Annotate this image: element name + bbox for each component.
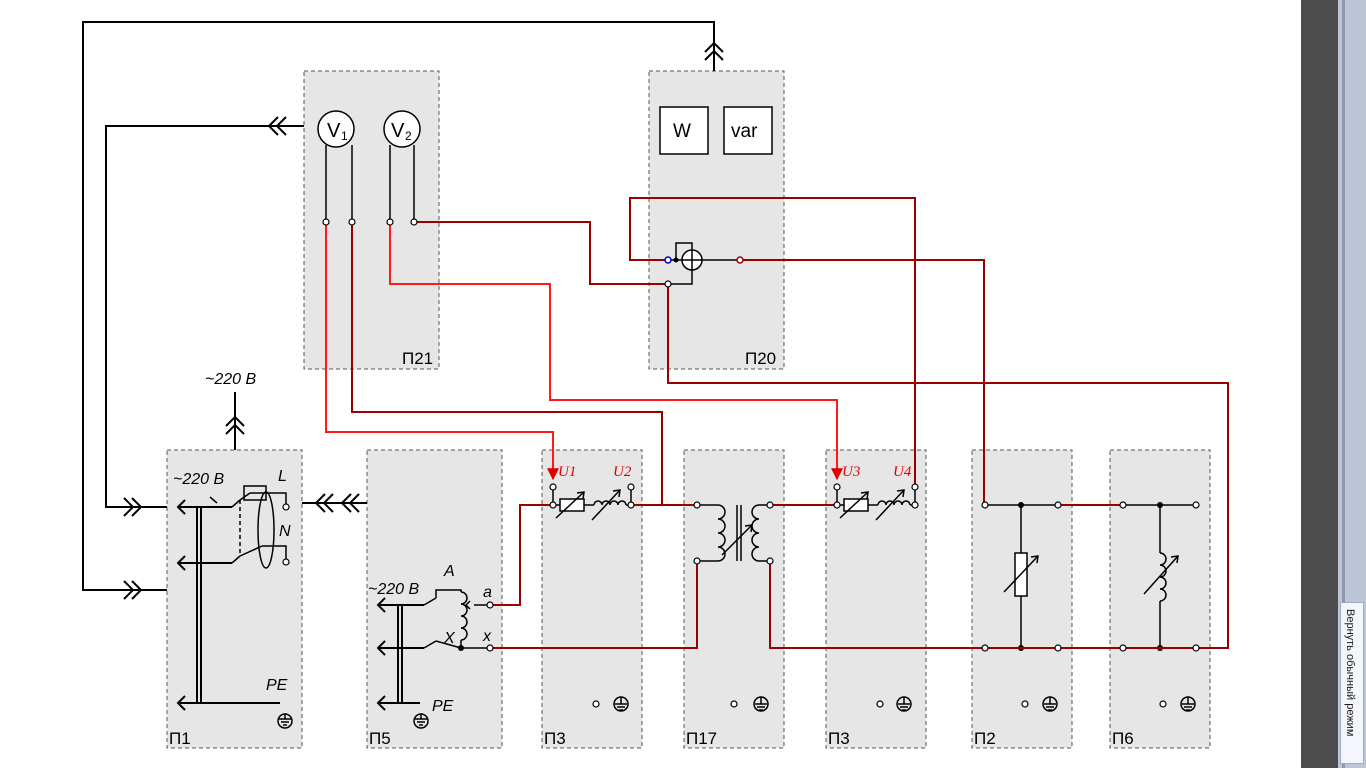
u1-label: U1: [558, 464, 576, 480]
p3a-circuit: [552, 487, 632, 521]
panel-label-p17: П17: [686, 729, 717, 748]
v2-subscript: 2: [405, 129, 412, 143]
panel-label-p21: П21: [402, 349, 433, 368]
panel-labels: П21 П20 П1 П5 П3 П17 П3 П2 П6: [169, 349, 1134, 748]
ground-icon: [753, 696, 769, 712]
circuit-diagram: П21 П20 П1 П5 П3 П17 П3 П2 П6: [82, 21, 1229, 749]
u4-label: U4: [893, 464, 912, 480]
ground-icon: [277, 713, 293, 729]
v2-label: V: [391, 120, 405, 142]
current-sensor: [668, 242, 740, 285]
panel-p17: [683, 449, 785, 749]
ground-icon: [1042, 696, 1058, 712]
panel-label-p3a: П3: [544, 729, 566, 748]
watt-label: W: [673, 121, 691, 142]
p5-x-lower-label: x: [482, 628, 492, 645]
ground-icon: [1180, 696, 1196, 712]
v1-subscript: 1: [341, 129, 348, 143]
p5-supply-label: ~220 В: [368, 581, 419, 598]
p1-l-label: L: [278, 468, 287, 485]
panel-p1: [166, 449, 303, 749]
panel-p2: [971, 449, 1073, 749]
p17-transformer: [697, 504, 770, 562]
v1-label: V: [327, 120, 341, 142]
restore-normal-mode-button[interactable]: Вернуть обычный режим: [1340, 602, 1364, 764]
side-panel-dark: [1301, 0, 1338, 768]
power-wires: [351, 197, 1229, 649]
measurement-wires: [325, 222, 843, 481]
var-label: var: [731, 121, 758, 142]
ground-icon: [413, 713, 429, 729]
panel-label-p2: П2: [974, 729, 996, 748]
voltmeter-v1: V 1: [317, 110, 355, 148]
p1-n-label: N: [279, 523, 291, 540]
panel-label-p1: П1: [169, 729, 191, 748]
p1-pe-label: PE: [266, 677, 288, 694]
supply-top-label: ~220 В: [205, 371, 256, 388]
side-panel-strip: [1342, 0, 1345, 768]
panel-p6: [1109, 449, 1211, 749]
panels: [166, 70, 1211, 749]
p5-a-upper-label: A: [443, 563, 455, 580]
panel-label-p6: П6: [1112, 729, 1134, 748]
ground-icon: [613, 696, 629, 712]
terminals: [282, 218, 1200, 708]
panel-label-p3b: П3: [828, 729, 850, 748]
restore-normal-mode-label: Вернуть обычный режим: [1344, 609, 1356, 737]
panel-label-p20: П20: [745, 349, 776, 368]
panel-p3b: [825, 449, 927, 749]
p1-circuit: [176, 485, 287, 711]
u3-label: U3: [842, 464, 860, 480]
wattmeter: W: [659, 106, 709, 155]
chevron-arrows: [123, 41, 724, 600]
u2-label: U2: [613, 464, 632, 480]
p5-a-lower-label: a: [483, 584, 492, 601]
varmeter: var: [723, 106, 773, 155]
p5-pe-label: PE: [432, 698, 454, 715]
voltmeter-v2: V 2: [383, 110, 421, 148]
panel-label-p5: П5: [369, 729, 391, 748]
p5-x-upper-label: X: [443, 630, 456, 647]
p1-supply-label: ~220 В: [173, 471, 224, 488]
control-wires: [82, 21, 715, 591]
ground-icon: [896, 696, 912, 712]
